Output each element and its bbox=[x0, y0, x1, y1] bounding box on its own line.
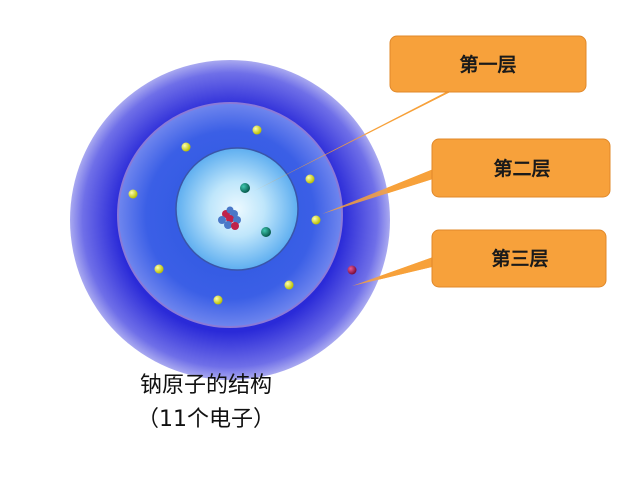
electron-shell-1 bbox=[240, 183, 250, 193]
electron-shell-2 bbox=[213, 295, 223, 305]
shell-1 bbox=[175, 147, 299, 271]
callout-label-3: 第三层 bbox=[491, 247, 548, 270]
callout-shell-1: 第一层 bbox=[389, 35, 587, 93]
electron-shell-3 bbox=[347, 265, 357, 275]
callout-pointer-3-front bbox=[352, 256, 436, 286]
electron-shell-2 bbox=[154, 264, 164, 274]
callout-pointer-1-front bbox=[252, 78, 478, 192]
nucleus bbox=[218, 206, 241, 230]
callout-label-2: 第二层 bbox=[493, 157, 550, 180]
caption-title: 钠原子的结构 bbox=[139, 373, 272, 398]
electron-shell-2 bbox=[252, 125, 262, 135]
electron-shell-2 bbox=[128, 189, 138, 199]
callout-shell-2: 第二层 bbox=[431, 138, 611, 198]
electron-shell-2 bbox=[284, 280, 294, 290]
electron-shell-2 bbox=[311, 215, 321, 225]
electron-shell-2 bbox=[181, 142, 191, 152]
callout-pointer-2-front bbox=[322, 168, 436, 214]
callout-label-1: 第一层 bbox=[459, 53, 516, 76]
electron-shell-1 bbox=[261, 227, 271, 237]
callout-shell-3: 第三层 bbox=[431, 229, 607, 288]
electron-shell-2 bbox=[305, 174, 315, 184]
caption-subtitle: （11个电子） bbox=[137, 407, 275, 432]
